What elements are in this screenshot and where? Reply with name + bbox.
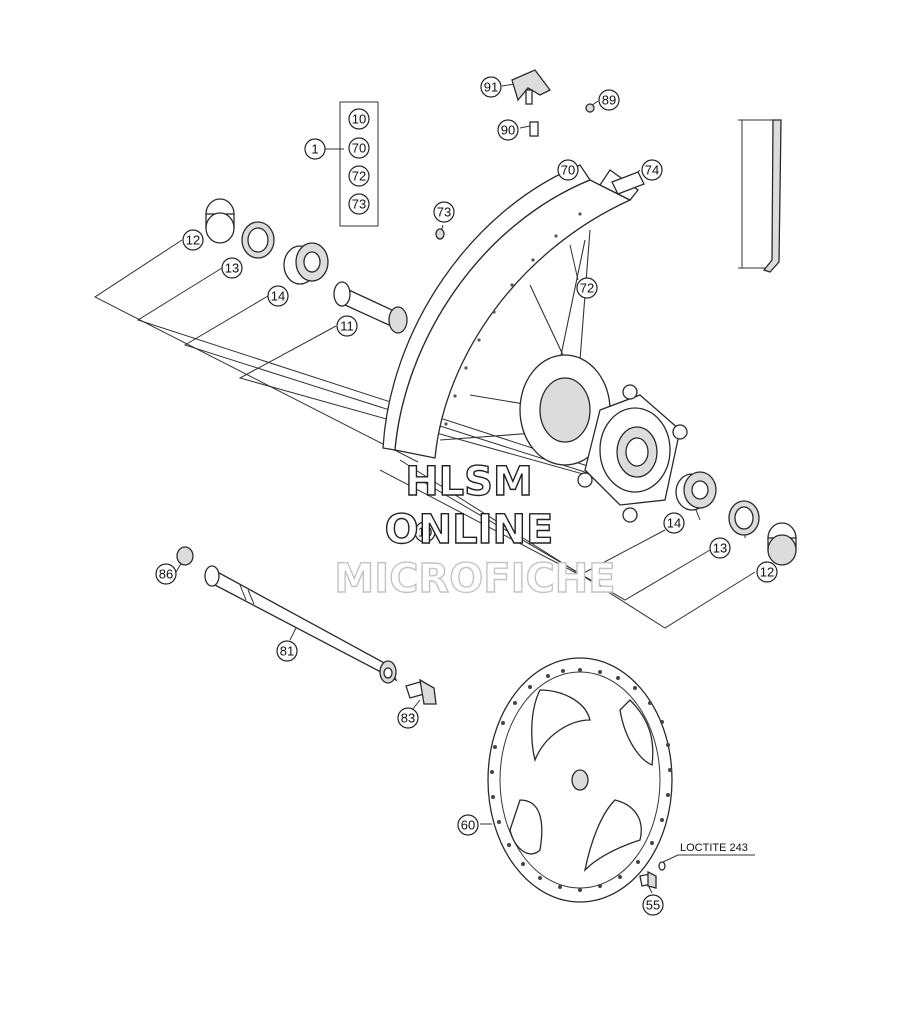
callout-90: 90 — [497, 119, 519, 141]
rim — [382, 164, 639, 459]
spoke-nipple — [435, 228, 445, 240]
disc-screw-55 — [639, 861, 666, 889]
svg-text:70: 70 — [561, 163, 575, 178]
callout-72: 72 — [576, 277, 598, 299]
callout-74: 74 — [641, 159, 663, 181]
svg-text:81: 81 — [280, 644, 294, 659]
callout-13-left: 13 — [221, 257, 243, 279]
svg-text:55: 55 — [646, 898, 660, 913]
callout-14-right: 14 — [663, 512, 685, 534]
svg-text:60: 60 — [461, 818, 475, 833]
rim-tape — [611, 171, 645, 195]
callout-91: 91 — [480, 76, 502, 98]
callout-kit-70: 70 — [348, 137, 370, 159]
svg-text:10: 10 — [352, 112, 366, 127]
svg-text:12: 12 — [760, 565, 774, 580]
callout-14-left: 14 — [267, 285, 289, 307]
callout-kit-10: 10 — [348, 108, 370, 130]
svg-text:13: 13 — [225, 261, 239, 276]
right-bearing-set — [675, 471, 797, 566]
callout-1: 1 — [304, 138, 326, 160]
watermark-line-2: ONLINE — [385, 507, 554, 553]
axle-cap-86 — [176, 546, 194, 566]
spacer-12-left — [205, 198, 235, 244]
svg-text:14: 14 — [271, 289, 285, 304]
callout-13-right: 13 — [709, 537, 731, 559]
seal-13-right — [728, 500, 760, 536]
spacer-sleeve-11 — [333, 281, 408, 334]
axle-81 — [204, 565, 398, 684]
callout-60: 60 — [457, 814, 479, 836]
callout-11: 11 — [336, 315, 358, 337]
callout-12-left: 12 — [182, 229, 204, 251]
callout-kit-73: 73 — [348, 193, 370, 215]
bearing-14-right — [675, 471, 717, 511]
seal-13-left — [241, 221, 275, 259]
svg-text:72: 72 — [580, 281, 594, 296]
brake-disc — [487, 657, 673, 903]
callout-70: 70 — [557, 159, 579, 181]
svg-text:10: 10 — [418, 525, 432, 540]
svg-text:11: 11 — [340, 319, 354, 334]
watermark-line-1: HLSM — [405, 459, 533, 505]
left-bearing-set — [205, 198, 408, 334]
axle-group — [176, 546, 437, 705]
svg-text:70: 70 — [352, 141, 366, 156]
valve-parts — [511, 69, 595, 137]
svg-text:91: 91 — [484, 80, 498, 95]
svg-text:90: 90 — [501, 123, 515, 138]
loctite-note: LOCTITE 243 — [680, 842, 748, 854]
watermark-line-3: MICROFICHE — [334, 556, 615, 602]
axle-bolt-83 — [405, 678, 437, 705]
bearing-14-left — [283, 242, 329, 285]
svg-text:72: 72 — [352, 169, 366, 184]
callout-kit-72: 72 — [348, 165, 370, 187]
callout-81: 81 — [276, 640, 298, 662]
callout-10: 10 — [414, 521, 436, 543]
svg-text:83: 83 — [401, 711, 415, 726]
callout-86: 86 — [155, 563, 177, 585]
svg-text:73: 73 — [352, 197, 366, 212]
svg-text:73: 73 — [437, 205, 451, 220]
svg-text:14: 14 — [667, 516, 681, 531]
callout-12-right: 12 — [756, 561, 778, 583]
spacer-12-right — [767, 522, 797, 566]
disc-holes — [490, 668, 672, 892]
svg-text:86: 86 — [159, 567, 173, 582]
svg-text:1: 1 — [311, 142, 318, 157]
callout-83: 83 — [397, 707, 419, 729]
callout-89: 89 — [598, 89, 620, 111]
kit-bracket — [339, 101, 379, 227]
watermark: HLSM ONLINE MICROFICHE — [334, 458, 617, 602]
callout-73: 73 — [433, 201, 455, 223]
svg-text:89: 89 — [602, 93, 616, 108]
wheel-hub — [519, 354, 688, 523]
svg-text:13: 13 — [713, 541, 727, 556]
callout-55: 55 — [642, 894, 664, 916]
svg-text:74: 74 — [645, 163, 659, 178]
single-spoke — [762, 119, 782, 273]
leader-lines — [94, 83, 786, 894]
svg-text:12: 12 — [186, 233, 200, 248]
